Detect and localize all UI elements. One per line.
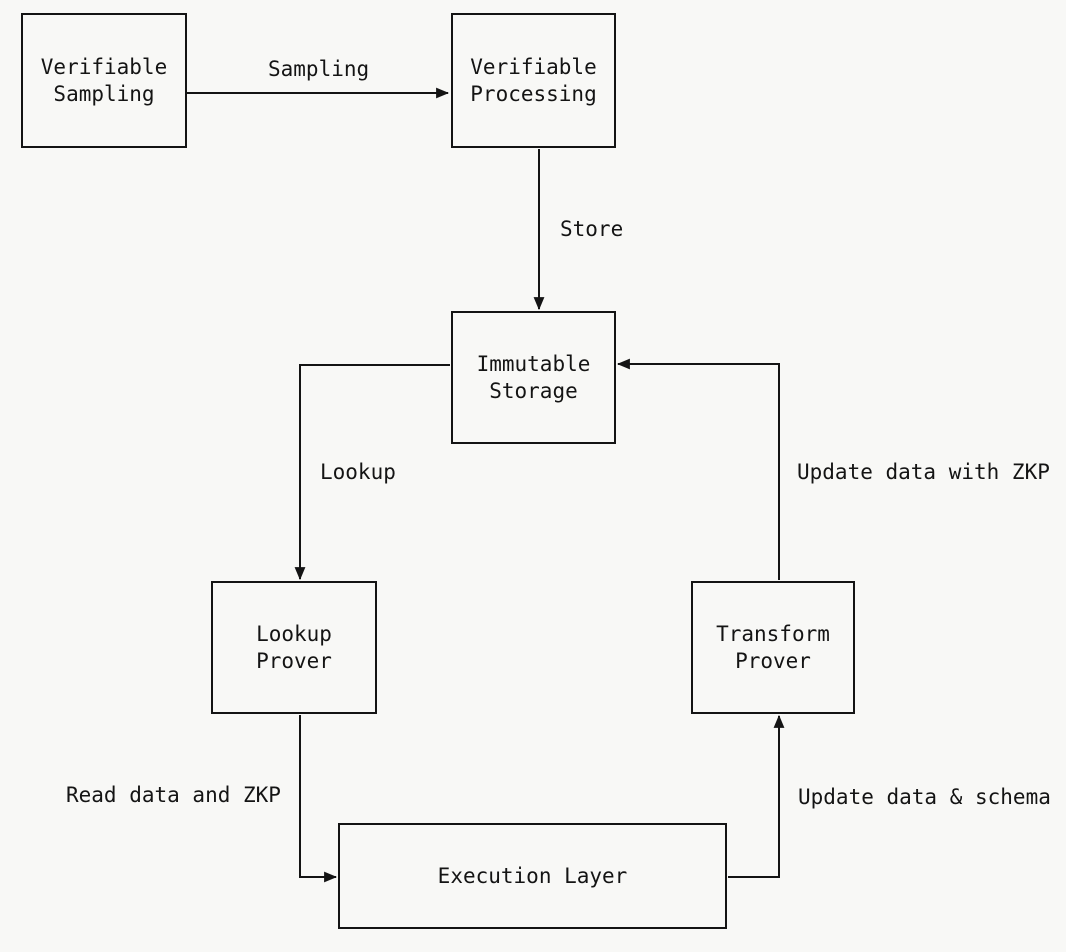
edge-label-update-data-with-zkp: Update data with ZKP [797, 460, 1050, 484]
edge-label-read-data-and-zkp: Read data and ZKP [66, 783, 281, 807]
node-immutable-storage: Immutable Storage [451, 311, 616, 444]
edge-label-update-data-schema: Update data & schema [798, 785, 1051, 809]
node-lookup-prover-label: Lookup Prover [256, 621, 332, 673]
node-transform-prover: Transform Prover [691, 581, 855, 714]
edge-update-data-with-zkp-line [616, 358, 780, 580]
node-lookup-prover: Lookup Prover [211, 581, 377, 714]
edge-update-data-schema-line [728, 714, 785, 878]
node-execution-layer-label: Execution Layer [437, 863, 628, 888]
edge-label-store: Store [560, 217, 624, 241]
edge-read-data-and-zkp-line [299, 715, 338, 883]
node-execution-layer: Execution Layer [338, 823, 727, 929]
node-immutable-storage-label: Immutable Storage [476, 351, 591, 403]
edge-label-sampling: Sampling [268, 57, 370, 81]
node-verifiable-sampling: Verifiable Sampling [21, 13, 187, 148]
edge-lookup-line [294, 364, 450, 581]
node-transform-prover-label: Transform Prover [716, 621, 830, 673]
node-verifiable-processing-label: Verifiable Processing [470, 54, 597, 106]
node-verifiable-sampling-label: Verifiable Sampling [40, 54, 168, 106]
node-verifiable-processing: Verifiable Processing [451, 13, 616, 148]
edge-label-lookup: Lookup [320, 460, 396, 484]
